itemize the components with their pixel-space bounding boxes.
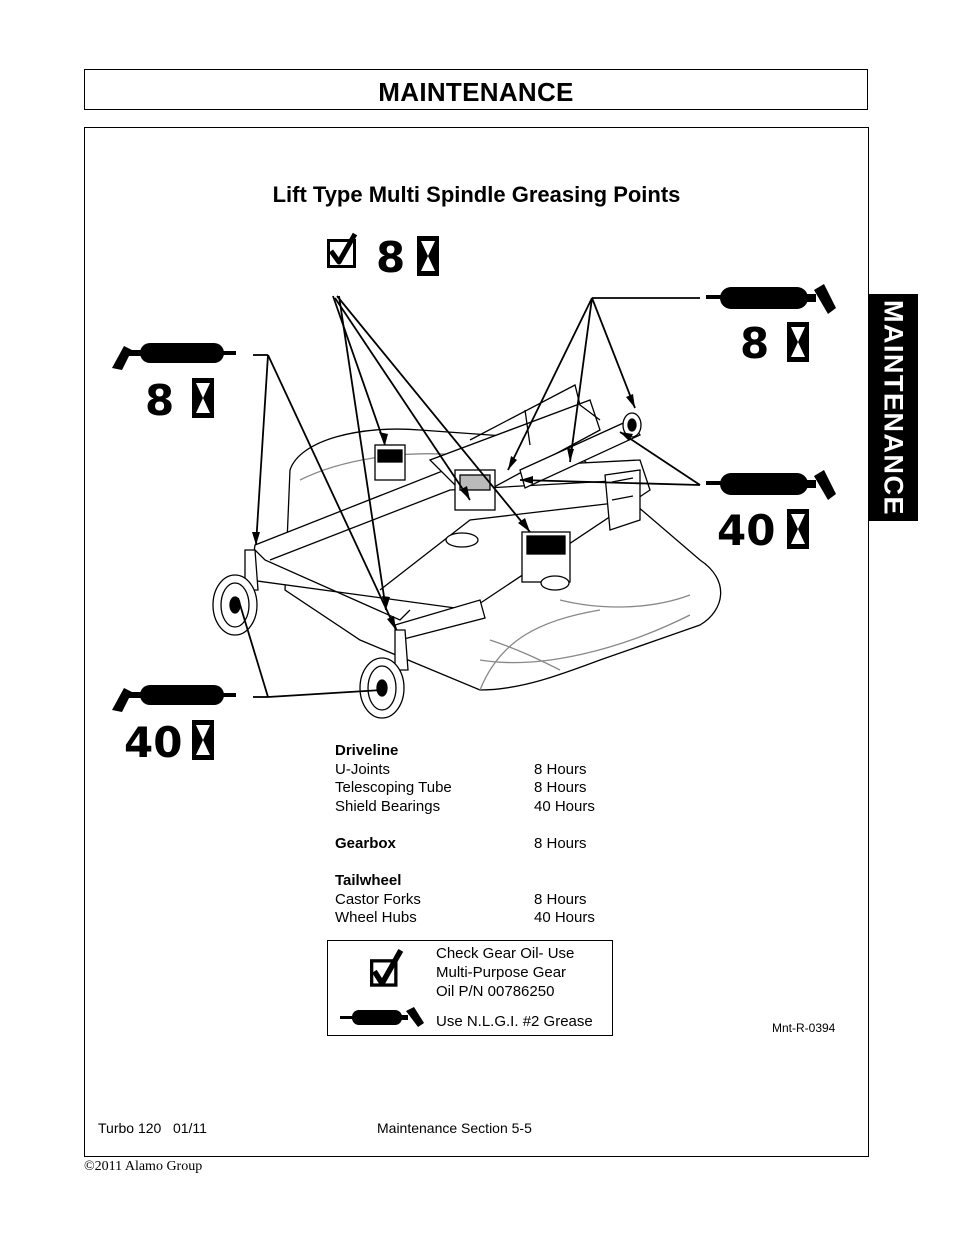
grease-gun-icon <box>706 284 836 314</box>
leader-lines <box>237 295 701 698</box>
hourglass-icon <box>787 509 809 549</box>
figure-title: Lift Type Multi Spindle Greasing Points <box>272 182 681 207</box>
hourglass-icon <box>192 720 214 760</box>
driveline-heading: Driveline <box>335 742 399 759</box>
left-bottom-hours: 40 <box>124 718 182 767</box>
schedule-item-interval: 40 Hours <box>534 909 595 927</box>
content-frame <box>84 127 869 1157</box>
section-header: MAINTENANCE <box>84 69 868 110</box>
schedule-item-interval: 8 Hours <box>534 779 587 797</box>
hourglass-icon <box>787 322 809 362</box>
gearbox-heading: Gearbox <box>335 834 396 852</box>
grease-gun-icon <box>112 685 236 712</box>
check-icon <box>370 949 404 987</box>
section-side-tab: MAINTENANCE <box>868 294 918 521</box>
section-title: MAINTENANCE <box>378 77 574 107</box>
grease-gun-icon <box>112 343 236 370</box>
mid-right-hours: 40 <box>717 506 775 555</box>
schedule-item-interval: 8 Hours <box>534 890 587 908</box>
legend-box: Check Gear Oil- Use Multi-Purpose Gear O… <box>327 940 613 1036</box>
footer-section: Maintenance Section 5-5 <box>377 1120 532 1136</box>
hourglass-icon <box>192 378 214 418</box>
hourglass-icon <box>417 236 439 276</box>
schedule-item-label: Castor Forks <box>335 890 421 908</box>
schedule-item-label: Shield Bearings <box>335 797 441 815</box>
legend-icons <box>340 949 424 1027</box>
legend-grease-text: Use N.L.G.I. #2 Grease <box>436 1013 593 1030</box>
tailwheel-heading: Tailwheel <box>335 872 402 890</box>
mower-illustration <box>212 384 722 719</box>
footer-model-date: Turbo 120 01/11 <box>98 1120 207 1136</box>
schedule-item-interval: 8 Hours <box>534 760 587 778</box>
left-top-hours: 8 <box>145 376 174 425</box>
figure-code: Mnt-R-0394 <box>772 1021 836 1035</box>
legend-check-line2: Multi-Purpose Gear <box>436 964 567 981</box>
grease-gun-icon <box>706 470 836 500</box>
copyright: ©2011 Alamo Group <box>84 1159 203 1174</box>
top-right-hours: 8 <box>740 319 769 368</box>
schedule-item-interval: 40 Hours <box>534 797 595 815</box>
schedule-item-label: Telescoping Tube <box>335 779 452 797</box>
schedule-item-label: Wheel Hubs <box>335 909 417 927</box>
check-icon <box>329 234 356 267</box>
schedule-item-label: U-Joints <box>335 760 391 778</box>
legend-check-line3: Oil P/N 00786250 <box>436 983 555 1000</box>
schedule-item-interval: 8 Hours <box>534 834 587 852</box>
grease-gun-icon <box>340 1007 424 1027</box>
top-check-hours: 8 <box>376 233 405 282</box>
legend-check-line1: Check Gear Oil- Use <box>436 945 575 962</box>
leader-arrowheads <box>252 394 635 630</box>
